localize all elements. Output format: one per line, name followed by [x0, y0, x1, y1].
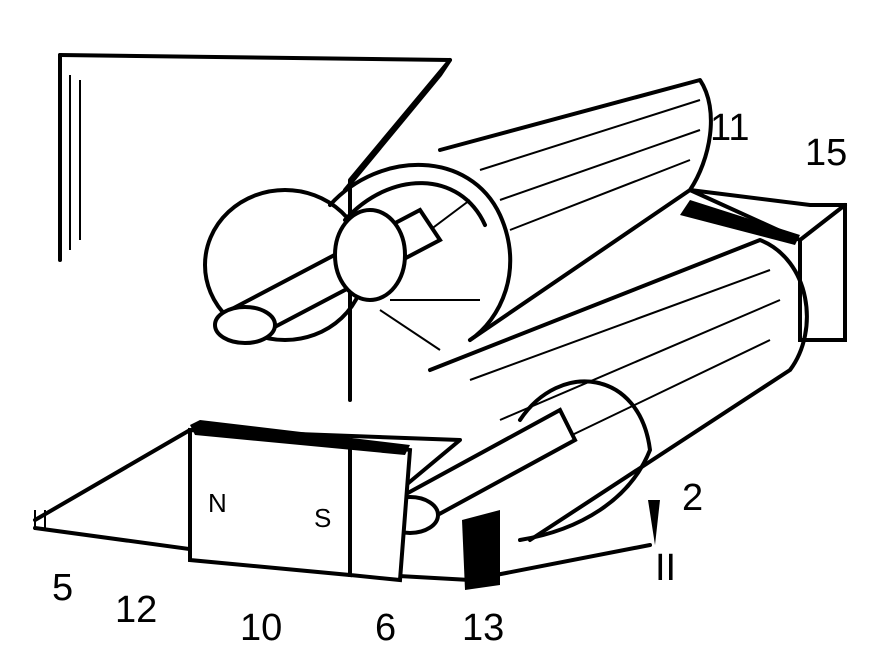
upper-shaft: [215, 210, 440, 343]
label-5: 5: [52, 567, 73, 609]
south-pole-label: S: [314, 503, 331, 533]
label-2: 2: [682, 477, 703, 519]
bracket-13: [462, 510, 500, 590]
label-II: II: [655, 547, 676, 589]
upper-drum: [440, 80, 711, 340]
label-10: 10: [240, 607, 282, 649]
section-marker: [648, 500, 660, 545]
label-15: 15: [805, 132, 847, 174]
magnet: N S: [190, 420, 410, 580]
lower-shaft: [382, 410, 575, 533]
label-11: 11: [710, 107, 749, 149]
block-15: [680, 190, 845, 340]
label-12: 12: [115, 589, 157, 631]
label-13: 13: [462, 607, 504, 649]
lower-drum: [430, 240, 807, 540]
label-6: 6: [375, 607, 396, 649]
north-pole-label: N: [208, 488, 227, 518]
